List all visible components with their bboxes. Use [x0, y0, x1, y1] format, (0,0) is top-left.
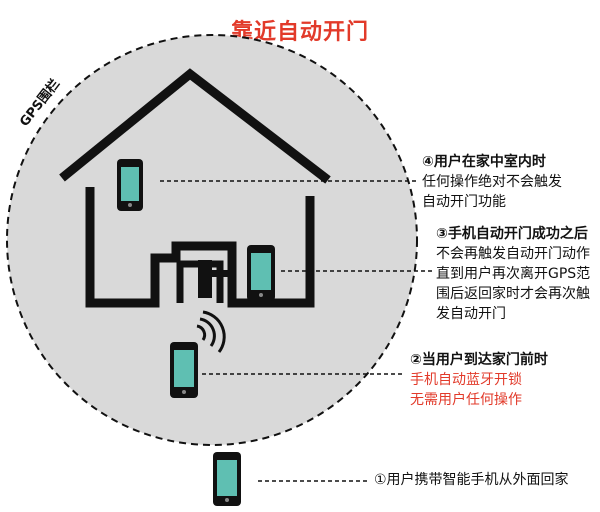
- note-heading: ①用户携带智能手机从外面回家: [374, 472, 569, 488]
- note-after-open: ③手机自动开门成功之后 不会再触发自动开门动作 直到用户再次离开GPS范 围后返…: [436, 224, 590, 324]
- note-returning: ①用户携带智能手机从外面回家: [374, 470, 569, 490]
- phone-icon-indoor: [117, 159, 143, 211]
- note-line: 围后返回家时才会再次触: [436, 286, 590, 302]
- note-heading: ②当用户到达家门前时: [410, 352, 548, 368]
- note-line: 直到用户再次离开GPS范: [436, 266, 591, 282]
- phone-icon-approaching: [170, 342, 198, 398]
- phone-icon-outside: [213, 452, 241, 506]
- note-line: 不会再触发自动开门动作: [436, 246, 590, 262]
- note-heading: ④用户在家中室内时: [422, 154, 546, 170]
- note-line: 手机自动蓝牙开锁: [410, 372, 522, 388]
- note-line: 发自动开门: [436, 306, 506, 322]
- phone-icon-at-door: [247, 245, 275, 301]
- note-line: 自动开门功能: [422, 194, 506, 210]
- note-line: 任何操作绝对不会触发: [422, 174, 562, 190]
- door-lock-icon: [198, 260, 212, 298]
- house-roof: [59, 68, 331, 184]
- note-heading: ③手机自动开门成功之后: [436, 226, 588, 242]
- bluetooth-signal-icon: [196, 310, 226, 353]
- house-walls: [85, 187, 315, 308]
- door-handle-icon: [205, 270, 235, 277]
- note-indoor: ④用户在家中室内时 任何操作绝对不会触发 自动开门功能: [422, 152, 562, 212]
- note-at-door: ②当用户到达家门前时 手机自动蓝牙开锁 无需用户任何操作: [410, 350, 548, 410]
- note-line: 无需用户任何操作: [410, 392, 522, 408]
